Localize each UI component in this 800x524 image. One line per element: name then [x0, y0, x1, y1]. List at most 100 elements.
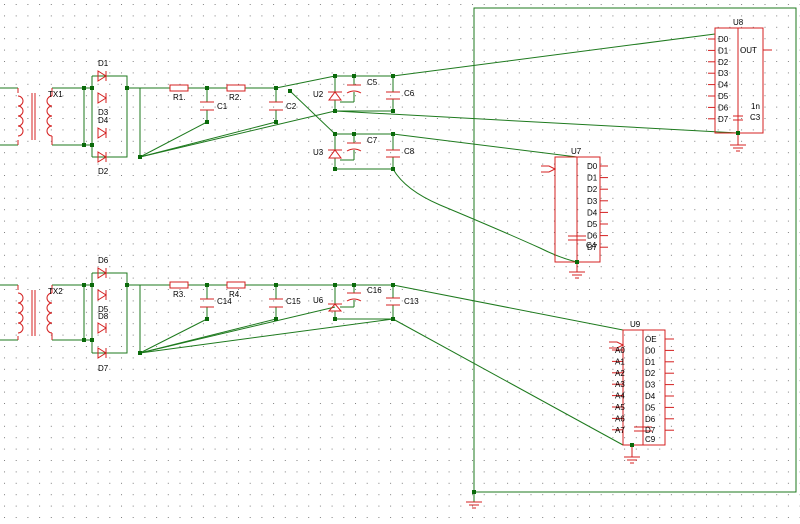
label-u9: U9 [630, 320, 641, 329]
junction-dot [82, 283, 86, 287]
junction-dot [391, 74, 395, 78]
resistor-r1[interactable] [169, 84, 189, 92]
diode-d4[interactable] [97, 127, 107, 139]
u9-pin-right-d5: D5 [645, 403, 656, 412]
diode-d5[interactable] [97, 289, 107, 301]
u8-out-label: OUT [740, 46, 757, 55]
capacitor-c7[interactable] [346, 142, 362, 152]
label-c2: C2 [286, 102, 297, 111]
u8-in-label: 1n [751, 102, 760, 111]
label-tx2: TX2 [48, 287, 63, 296]
wire[interactable] [92, 75, 128, 158]
outer-frame-wire[interactable] [473, 7, 797, 493]
junction-dot [333, 132, 337, 136]
wire[interactable] [52, 284, 85, 341]
u7-pin-d1: D1 [587, 174, 598, 183]
regulator-u3[interactable] [328, 149, 342, 159]
junction-dot [352, 283, 356, 287]
wire[interactable] [139, 318, 394, 354]
ic-u9[interactable] [609, 329, 666, 446]
junction-dot [90, 283, 94, 287]
junction-dot [333, 74, 337, 78]
u9-pin-left-a1: A1 [615, 357, 625, 366]
junction-dot [333, 283, 337, 287]
label-c7: C7 [367, 136, 378, 145]
label-c13: C13 [404, 297, 419, 306]
u8-pin-d1: D1 [718, 46, 729, 55]
junction-dot [90, 86, 94, 90]
regulator-u2[interactable] [328, 91, 342, 101]
wire[interactable] [139, 121, 208, 158]
u8-pin-d2: D2 [718, 58, 729, 67]
u7-pin-d0: D0 [587, 162, 598, 171]
label-d7: D7 [98, 364, 109, 373]
capacitor-c16[interactable] [346, 292, 362, 302]
junction-dot [575, 260, 579, 264]
u7-pin-d4: D4 [587, 208, 598, 217]
junction-dot [391, 283, 395, 287]
label-r1: R1. [173, 93, 185, 102]
resistor-r4[interactable] [226, 281, 246, 289]
wire[interactable] [52, 87, 85, 146]
capacitor-c6[interactable] [386, 91, 400, 100]
wire[interactable] [392, 133, 578, 158]
u9-pin-left-a7: A7 [615, 426, 625, 435]
capacitor-c13[interactable] [386, 297, 400, 306]
ground-symbol-frame [466, 501, 482, 509]
u9-pin-left-a0: A0 [615, 346, 625, 355]
diode-d2[interactable] [97, 151, 107, 163]
wire[interactable] [289, 90, 336, 135]
resistor-r2[interactable] [226, 84, 246, 92]
wire[interactable] [275, 75, 336, 89]
u8-pin-d3: D3 [718, 69, 729, 78]
diode-d3[interactable] [97, 92, 107, 104]
capacitor-c15[interactable] [269, 298, 283, 308]
wire[interactable] [334, 110, 739, 134]
label-c6: C6 [404, 89, 415, 98]
junction-dot [274, 317, 278, 321]
wire[interactable] [392, 33, 716, 77]
capacitor-c2[interactable] [269, 101, 283, 111]
label-tx1: TX1 [48, 90, 63, 99]
resistor-r3[interactable] [169, 281, 189, 289]
label-u7: U7 [571, 147, 582, 156]
wire-layer [0, 7, 797, 502]
capacitor-c1[interactable] [200, 101, 214, 111]
wire[interactable] [392, 168, 578, 263]
diode-d7[interactable] [97, 347, 107, 359]
diode-d1[interactable] [97, 70, 107, 82]
junction-dot [333, 167, 337, 171]
transformer-tx1[interactable] [17, 88, 53, 145]
junction-dot [138, 155, 142, 159]
u9-pin-left-a2: A2 [615, 369, 625, 378]
junction-dot [391, 317, 395, 321]
junction-layer [82, 74, 740, 494]
wire[interactable] [139, 110, 336, 158]
wire[interactable] [392, 318, 624, 446]
u8-pin-d0: D0 [718, 35, 729, 44]
junction-dot [205, 317, 209, 321]
u8-pin-d7: D7 [718, 115, 729, 124]
capacitor-c5[interactable] [346, 84, 362, 94]
u9-pin-right-d4: D4 [645, 392, 656, 401]
junction-dot [630, 443, 634, 447]
capacitor-c8[interactable] [386, 149, 400, 158]
label-d8: D8 [98, 312, 109, 321]
transformer-tx2[interactable] [17, 285, 53, 340]
capacitor-c14[interactable] [200, 298, 214, 308]
junction-dot [333, 317, 337, 321]
ic-u7[interactable] [541, 156, 601, 263]
wire[interactable] [392, 284, 624, 331]
junction-dot [352, 132, 356, 136]
junction-dot [205, 283, 209, 287]
diode-d8[interactable] [97, 322, 107, 334]
diode-d6[interactable] [97, 267, 107, 279]
wire[interactable] [139, 306, 336, 354]
wire[interactable] [92, 272, 128, 354]
wire[interactable] [139, 318, 208, 354]
regulator-u6[interactable] [327, 303, 343, 312]
label-layer: TX1 TX2 D1 D2 D3 D4 D5 D6 D7 D8 R1. R2. … [48, 18, 761, 444]
label-r4: R4. [229, 290, 241, 299]
